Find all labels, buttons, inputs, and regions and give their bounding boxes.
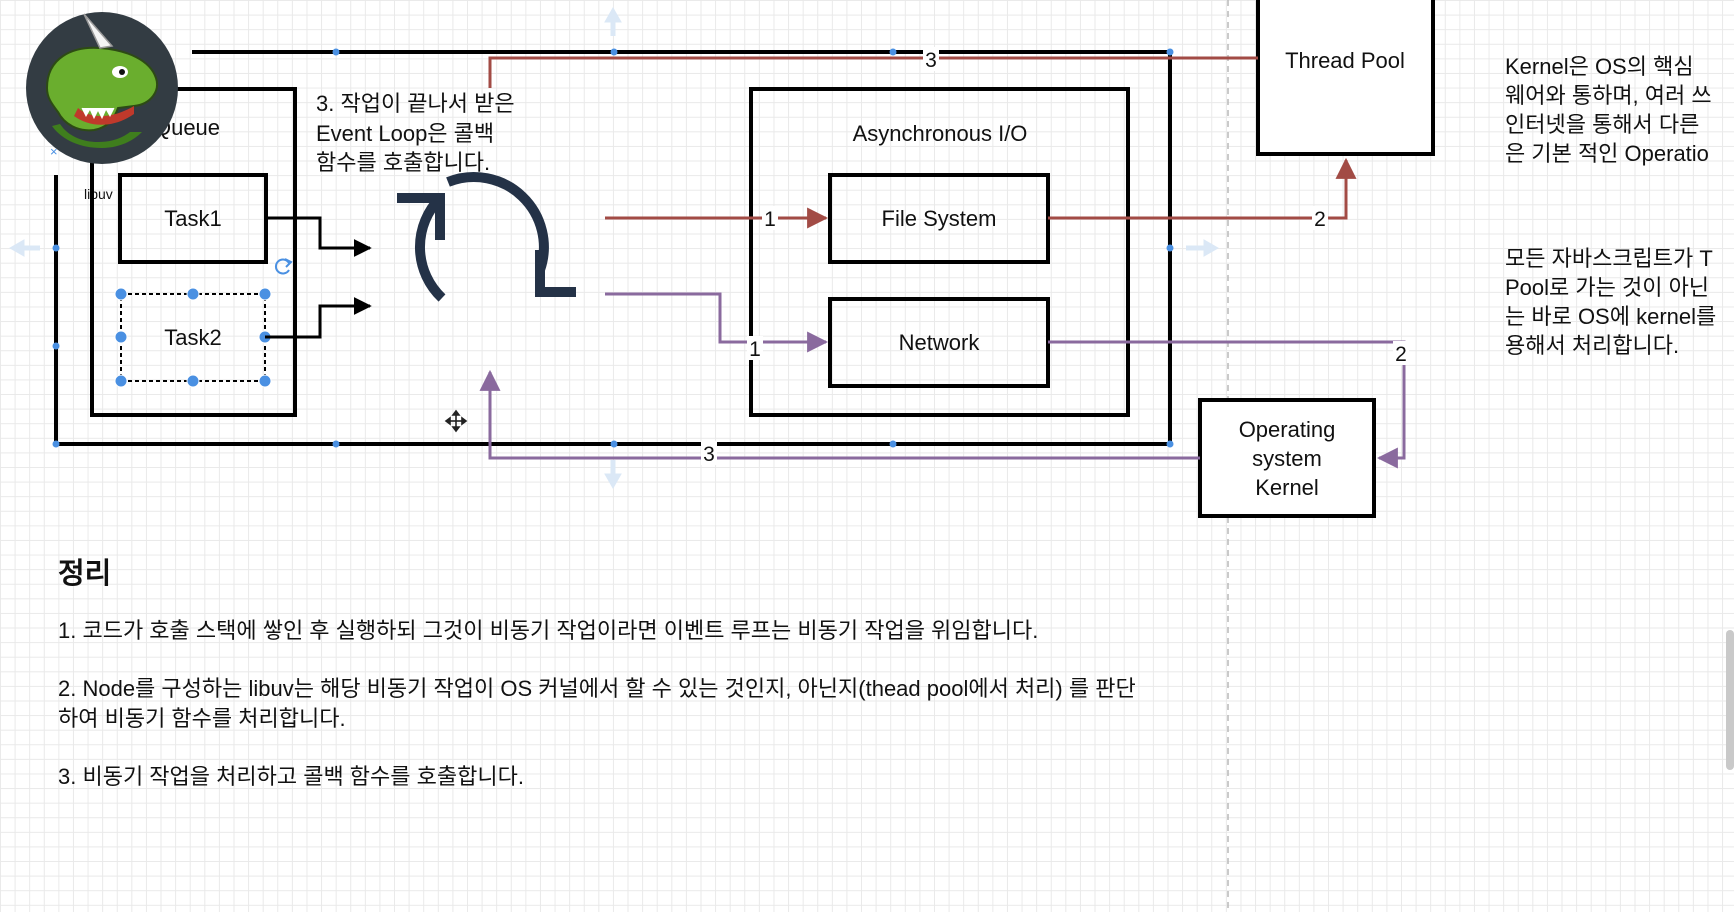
event-loop-note-line3: 함수를 호출합니다. — [316, 150, 490, 175]
move-guides — [8, 6, 1220, 490]
event-loop-cycle-icon[interactable] — [397, 172, 576, 302]
edge-label-net-out: 2 — [1395, 343, 1407, 366]
queue-box[interactable] — [90, 87, 297, 417]
dinosaur-avatar-icon — [26, 12, 178, 164]
summary-item-3: 3. 비동기 작업을 처리하고 콜백 함수를 호출합니다. — [58, 764, 524, 789]
edge-label-net-in: 1 — [749, 338, 761, 361]
vertical-scrollbar[interactable] — [1726, 630, 1734, 770]
rotate-handle-icon[interactable] — [275, 258, 293, 275]
summary-item-2: 2. Node를 구성하는 libuv는 해당 비동기 작업이 OS 커널에서 … — [58, 676, 1136, 731]
kernel-label-line2: system — [1252, 446, 1322, 471]
kernel-label-line1: Operating — [1239, 417, 1336, 442]
threadpool-side-note-line: 용해서 처리합니다. — [1505, 333, 1680, 358]
threadpool-side-note-line: 는 바로 OS에 kernel를 — [1505, 304, 1717, 329]
file-system-label: File System — [882, 206, 997, 231]
task1-to-loop-arrow[interactable] — [266, 216, 372, 257]
thread-pool-return-line[interactable] — [488, 56, 1258, 88]
thread-pool-label: Thread Pool — [1285, 48, 1405, 73]
event-loop-note-line2: Event Loop은 콜백 — [316, 121, 494, 146]
threadpool-side-note: 모든 자바스크립트가 T Pool로 가는 것이 아닌 는 바로 OS에 ker… — [1505, 244, 1734, 360]
libuv-box-handles[interactable] — [52, 48, 1174, 448]
move-cursor-icon — [444, 409, 468, 433]
edge-labels: 1 2 3 1 2 3 — [701, 47, 1409, 466]
summary-item-1: 1. 코드가 호출 스택에 쌓인 후 실행하되 그것이 비동기 작업이라면 이벤… — [58, 618, 1039, 643]
async-io-label: Asynchronous I/O — [853, 121, 1028, 146]
task1-label: Task1 — [164, 206, 221, 231]
kernel-side-note: Kernel은 OS의 핵심 웨어와 통하며, 여러 쓰 인터넷을 통해서 다른… — [1505, 52, 1734, 168]
edge-label-kernel-return: 3 — [703, 443, 715, 466]
edge-label-fs-in: 1 — [764, 208, 776, 231]
summary-section: 정리 1. 코드가 호출 스택에 쌓인 후 실행하되 그것이 비동기 작업이라면… — [58, 550, 1238, 820]
async-io-box[interactable] — [749, 87, 1130, 417]
edge-label-pool-return: 3 — [925, 49, 937, 72]
network-label: Network — [899, 330, 981, 355]
kernel-side-note-line: 인터넷을 통해서 다른 — [1505, 112, 1700, 137]
kernel-side-note-line: Kernel은 OS의 핵심 — [1505, 54, 1694, 79]
threadpool-side-note-line: 모든 자바스크립트가 T — [1505, 246, 1713, 271]
task2-label: Task2 — [164, 325, 221, 350]
loop-to-network-arrow[interactable] — [605, 292, 829, 353]
file-system-to-thread-pool-arrow[interactable] — [1048, 157, 1357, 220]
libuv-label: libuv — [84, 186, 113, 202]
summary-title: 정리 — [58, 558, 112, 590]
thread-pool-box[interactable] — [1256, 0, 1435, 156]
task2-to-loop-arrow[interactable] — [265, 297, 372, 339]
side-close-marker: × — [50, 144, 58, 159]
kernel-to-loop-arrow[interactable] — [479, 369, 1200, 460]
kernel-side-note-line: 웨어와 통하며, 여러 쓰 — [1505, 83, 1712, 108]
network-to-kernel-arrow[interactable] — [1048, 340, 1406, 469]
threadpool-side-note-line: Pool로 가는 것이 아닌 — [1505, 275, 1710, 300]
kernel-side-note-line: 은 기본 적인 Operatio — [1505, 141, 1709, 166]
event-loop-note: 3. 작업이 끝나서 받은 Event Loop은 콜백 함수를 호출합니다. — [316, 91, 515, 175]
edge-label-fs-out: 2 — [1314, 208, 1326, 231]
kernel-label-line3: Kernel — [1255, 475, 1319, 500]
event-loop-note-line1: 3. 작업이 끝나서 받은 — [316, 91, 515, 116]
